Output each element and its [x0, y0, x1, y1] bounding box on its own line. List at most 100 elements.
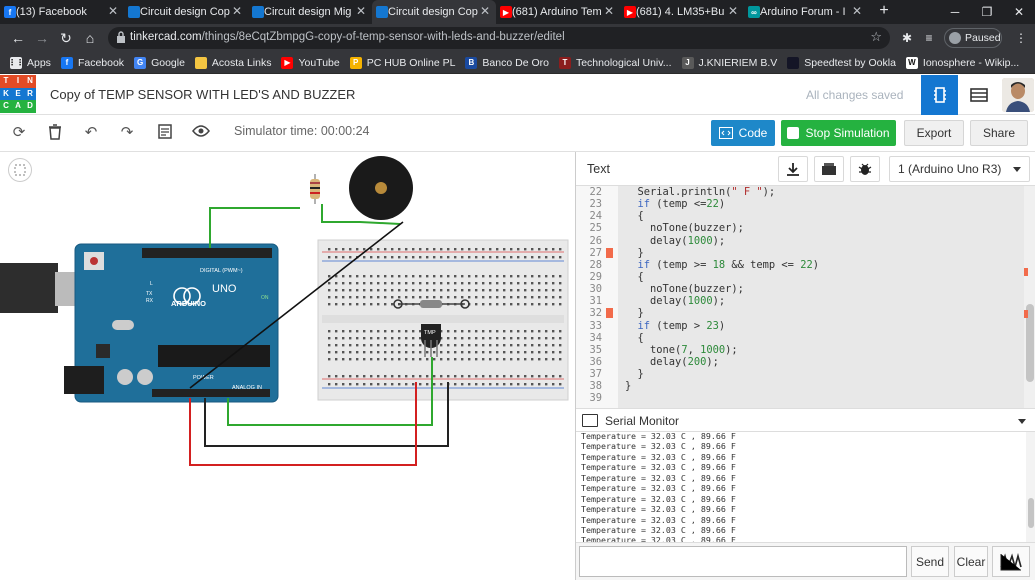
serial-input[interactable] [579, 546, 907, 577]
line-number: 35 [589, 343, 602, 356]
browser-tab[interactable]: Circuit design Cop✕ [124, 0, 248, 24]
code-line: 32 } [576, 307, 1024, 319]
code-text: delay(1000); [625, 234, 726, 247]
tinkercad-icon [252, 6, 264, 18]
speedtest-icon [787, 56, 800, 69]
bookmark-item[interactable]: ▶YouTube [281, 56, 340, 69]
fit-view-button[interactable] [8, 158, 32, 182]
component-list-button[interactable] [960, 75, 997, 115]
close-tab-icon[interactable]: ✕ [355, 4, 366, 18]
code-line: 30 noTone(buzzer); [576, 283, 1024, 295]
serial-scrollbar[interactable] [1026, 432, 1035, 542]
browser-tab[interactable]: Circuit design Mig✕ [248, 0, 372, 24]
code-button[interactable]: Code [711, 120, 775, 146]
black-wire-ground [204, 382, 449, 447]
bookmark-label: Technological Univ... [575, 56, 672, 69]
code-line: 24 { [576, 210, 1024, 222]
back-arrow-icon[interactable]: ← [11, 30, 25, 46]
graph-button[interactable] [992, 546, 1030, 577]
visibility-eye-icon[interactable] [192, 124, 210, 142]
editor-scrollbar-thumb[interactable] [1026, 304, 1034, 382]
editor-scrollbar[interactable] [1024, 186, 1035, 408]
close-tab-icon[interactable]: ✕ [479, 4, 490, 18]
minimize-icon[interactable]: ─ [950, 5, 960, 19]
bookmark-label: Banco De Oro [482, 56, 549, 69]
close-tab-icon[interactable]: ✕ [851, 4, 862, 18]
reload-icon[interactable]: ↻ [60, 30, 72, 46]
library-icon [822, 163, 836, 175]
design-title[interactable]: Copy of TEMP SENSOR WITH LED'S AND BUZZE… [50, 87, 356, 102]
user-avatar[interactable] [1002, 78, 1034, 112]
send-button[interactable]: Send [911, 546, 949, 577]
forward-arrow-icon[interactable]: → [35, 30, 49, 46]
restore-icon[interactable]: ❐ [981, 5, 993, 19]
close-tab-icon[interactable]: ✕ [727, 4, 738, 18]
bookmark-item[interactable]: Speedtest by Ookla [787, 56, 896, 69]
redo-icon[interactable]: ↷ [120, 124, 134, 141]
circuit-view-button[interactable] [921, 75, 958, 115]
resistor [310, 174, 320, 204]
delete-icon[interactable] [46, 124, 64, 142]
code-text: delay(200); [625, 355, 719, 368]
device-select[interactable]: 1 (Arduino Uno R3) [889, 156, 1030, 182]
undo-icon[interactable]: ↶ [84, 124, 98, 141]
serial-line: Temperature = 32.03 C , 89.66 F [581, 493, 736, 504]
chevron-down-icon[interactable] [1018, 419, 1026, 424]
serial-line: Temperature = 32.03 C , 89.66 F [581, 441, 736, 452]
browser-tab-title: Circuit design Cop [140, 6, 230, 18]
stop-simulation-button[interactable]: Stop Simulation [781, 120, 896, 146]
browser-tab[interactable]: Circuit design Cop✕ [372, 0, 496, 24]
monitor-icon [582, 414, 598, 427]
clear-button[interactable]: Clear [954, 546, 988, 577]
rotate-icon[interactable]: ⟳ [12, 124, 26, 141]
code-editor[interactable]: 22 Serial.println(" F ");23 if (temp <=2… [576, 186, 1035, 408]
reading-list-icon[interactable]: ≡ [925, 31, 933, 45]
download-code-button[interactable] [778, 156, 808, 182]
extensions-icon[interactable]: ✱ [901, 31, 913, 45]
browser-tab[interactable]: ∞Arduino Forum - I✕ [744, 0, 868, 24]
notes-icon[interactable] [156, 124, 174, 142]
browser-menu-icon[interactable]: ⋮ [1015, 31, 1027, 45]
browser-tab[interactable]: f(13) Facebook✕ [0, 0, 124, 24]
download-icon [787, 163, 799, 176]
serial-scrollbar-thumb[interactable] [1028, 498, 1034, 528]
debugger-button[interactable] [850, 156, 880, 182]
address-bar[interactable]: tinkercad.com/things/8eCqtZbmpgG-copy-of… [108, 27, 890, 49]
close-window-icon[interactable]: ✕ [1013, 5, 1025, 19]
profile-button[interactable]: Paused [944, 28, 1002, 48]
logo-letter: E [12, 87, 24, 101]
code-line: 35 tone(7, 1000); [576, 344, 1024, 356]
device-select-value: 1 (Arduino Uno R3) [898, 162, 1002, 176]
browser-tab[interactable]: ▶(681) Arduino Tem✕ [496, 0, 620, 24]
chevron-down-icon [1013, 167, 1021, 172]
close-tab-icon[interactable]: ✕ [231, 4, 242, 18]
error-indicator [606, 247, 613, 258]
line-number: 32 [589, 307, 602, 320]
close-tab-icon[interactable]: ✕ [603, 4, 614, 18]
close-tab-icon[interactable]: ✕ [107, 4, 118, 18]
home-icon[interactable]: ⌂ [85, 30, 95, 46]
new-tab-button[interactable]: + [879, 2, 889, 19]
circuit-canvas[interactable]: ARDUINO UNO DIGITAL (PWM~) POWER ANALOG … [0, 152, 575, 580]
code-mode-label[interactable]: Text [587, 162, 610, 176]
line-number: 22 [589, 186, 602, 198]
bookmark-item[interactable]: Acosta Links [194, 56, 271, 69]
bookmark-item[interactable]: ⋮⋮Apps [8, 56, 51, 69]
libraries-button[interactable] [814, 156, 844, 182]
line-number: 34 [589, 331, 602, 344]
bug-icon [858, 163, 872, 175]
bookmark-star-icon[interactable]: ☆ [870, 29, 882, 44]
browser-tab-title: (13) Facebook [16, 6, 87, 18]
export-button[interactable]: Export [904, 120, 964, 146]
serial-monitor-header[interactable]: Serial Monitor [576, 408, 1035, 432]
browser-tab[interactable]: ▶(681) 4. LM35+Bu✕ [620, 0, 744, 24]
share-button[interactable]: Share [970, 120, 1028, 146]
